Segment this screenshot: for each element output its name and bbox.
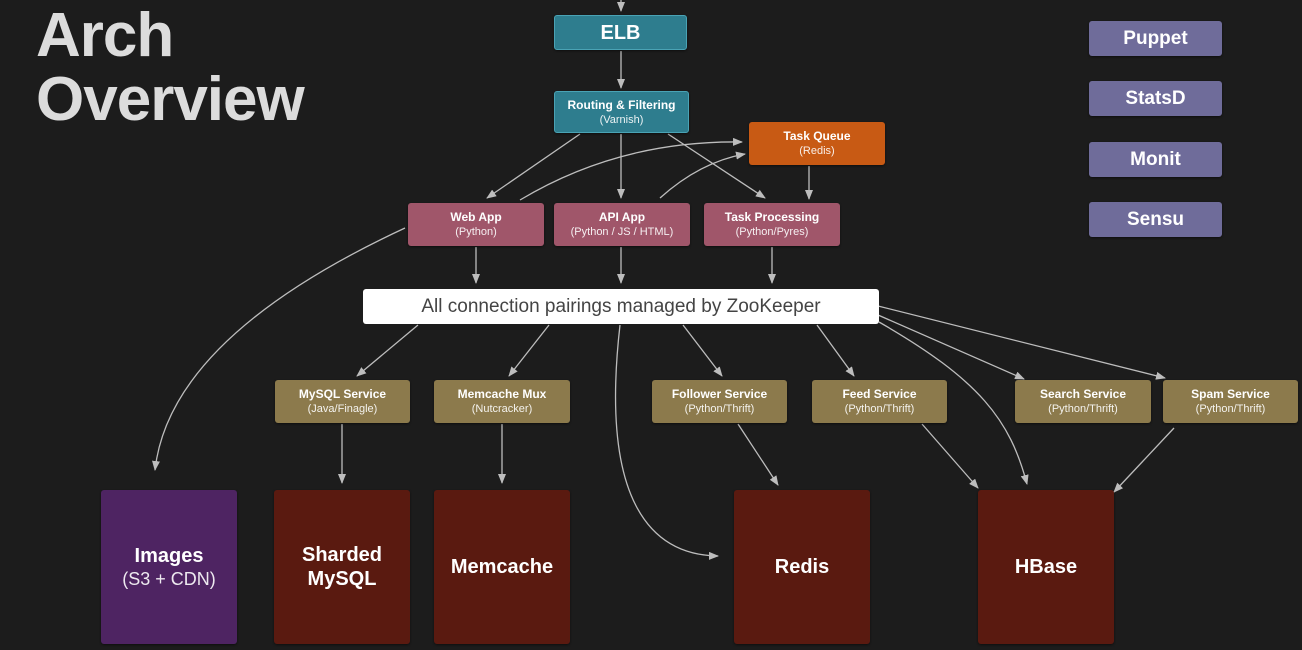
images-label: Images xyxy=(134,545,204,567)
api-app-label: API App xyxy=(598,210,646,224)
edge-webapp-to-taskqueue xyxy=(519,137,743,201)
memcache-label: Memcache xyxy=(450,556,554,578)
follower-service-sublabel: (Python/Thrift) xyxy=(684,403,755,415)
hbase-node: HBase xyxy=(978,490,1114,644)
slide-title: Arch Overview xyxy=(36,1,305,134)
web-app-label: Web App xyxy=(450,210,502,224)
feed-service-label: Feed Service xyxy=(842,387,917,401)
search-service-sublabel: (Python/Thrift) xyxy=(1048,403,1118,415)
edge-feedservice-to-hbase xyxy=(921,423,979,489)
edge-zk-to-searchservice xyxy=(877,314,1025,380)
api-app-node: API App (Python / JS / HTML) xyxy=(554,203,690,246)
tool-statsd-label: StatsD xyxy=(1125,87,1186,109)
tool-sensu: Sensu xyxy=(1089,202,1222,237)
tool-statsd: StatsD xyxy=(1089,81,1222,116)
task-queue-sublabel: (Redis) xyxy=(799,145,835,157)
tool-monit: Monit xyxy=(1089,142,1222,177)
web-app-sublabel: (Python) xyxy=(455,226,497,238)
redis-node: Redis xyxy=(734,490,870,644)
edge-spamservice-to-hbase xyxy=(1113,427,1175,493)
search-service-label: Search Service xyxy=(1039,387,1127,401)
web-app-node: Web App (Python) xyxy=(408,203,544,246)
edge-zk-to-redis xyxy=(614,324,719,560)
routing-label: Routing & Filtering xyxy=(567,97,676,112)
elb-node: ELB xyxy=(554,15,687,50)
routing-filtering-node: Routing & Filtering (Varnish) xyxy=(554,91,689,133)
task-queue-node: Task Queue (Redis) xyxy=(749,122,885,165)
images-node: Images (S3 + CDN) xyxy=(101,490,237,644)
tool-monit-label: Monit xyxy=(1130,148,1181,170)
memcache-mux-sublabel: (Nutcracker) xyxy=(471,403,533,415)
task-processing-sublabel: (Python/Pyres) xyxy=(735,226,809,238)
images-sublabel: (S3 + CDN) xyxy=(122,569,216,589)
memcache-mux-node: Memcache Mux (Nutcracker) xyxy=(434,380,570,423)
spam-service-label: Spam Service xyxy=(1191,387,1270,401)
edge-zk-to-followerservice xyxy=(682,324,723,377)
edge-zk-to-spamservice xyxy=(877,305,1166,380)
edge-followerservice-to-redis xyxy=(737,423,779,486)
mysql-service-sublabel: (Java/Finagle) xyxy=(307,403,378,415)
spam-service-sublabel: (Python/Thrift) xyxy=(1195,403,1266,415)
memcache-node: Memcache xyxy=(434,490,570,644)
edge-zk-to-feedservice xyxy=(816,324,855,377)
zookeeper-bar: All connection pairings managed by ZooKe… xyxy=(363,289,879,324)
edge-routing-to-webapp xyxy=(486,133,581,199)
slide-title-line1: Arch xyxy=(36,1,174,70)
slide-title-line2: Overview xyxy=(36,65,305,134)
sharded-mysql-node: Sharded MySQL xyxy=(274,490,410,644)
feed-service-sublabel: (Python/Thrift) xyxy=(844,403,915,415)
edge-apiapp-to-taskqueue xyxy=(659,151,746,199)
elb-label: ELB xyxy=(600,21,641,44)
task-processing-label: Task Processing xyxy=(724,210,820,224)
tool-puppet-label: Puppet xyxy=(1123,27,1188,49)
spam-service-node: Spam Service (Python/Thrift) xyxy=(1163,380,1298,423)
edge-webapp-to-images xyxy=(152,227,406,471)
tool-puppet: Puppet xyxy=(1089,21,1222,56)
edge-zk-to-mysqlservice xyxy=(356,324,419,377)
follower-service-node: Follower Service (Python/Thrift) xyxy=(652,380,787,423)
search-service-node: Search Service (Python/Thrift) xyxy=(1015,380,1151,423)
api-app-sublabel: (Python / JS / HTML) xyxy=(570,226,674,238)
edge-zk-to-hbase xyxy=(878,321,1029,485)
edge-zk-to-memcachemux xyxy=(508,324,550,377)
sharded-mysql-label: Sharded MySQL xyxy=(301,544,383,590)
follower-service-label: Follower Service xyxy=(671,387,768,401)
hbase-label: HBase xyxy=(1014,556,1078,578)
routing-sublabel: (Varnish) xyxy=(599,113,644,126)
redis-label: Redis xyxy=(774,556,830,578)
task-queue-label: Task Queue xyxy=(783,129,851,143)
mysql-service-label: MySQL Service xyxy=(298,387,387,401)
tool-sensu-label: Sensu xyxy=(1126,208,1185,230)
feed-service-node: Feed Service (Python/Thrift) xyxy=(812,380,947,423)
mysql-service-node: MySQL Service (Java/Finagle) xyxy=(275,380,410,423)
memcache-mux-label: Memcache Mux xyxy=(457,387,547,401)
task-processing-node: Task Processing (Python/Pyres) xyxy=(704,203,840,246)
